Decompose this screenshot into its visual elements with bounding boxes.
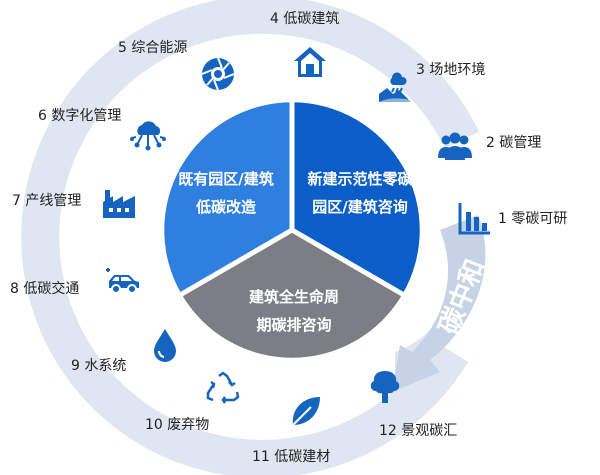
carbon-neutral-arrow bbox=[392, 215, 486, 392]
cloud-network-icon bbox=[130, 116, 166, 152]
water-drop-icon bbox=[147, 326, 183, 362]
segment-divider bbox=[178, 227, 294, 298]
segment-bottom-line2: 期碳排咨询 bbox=[256, 316, 331, 334]
segment-left-line1: 既有园区/建筑 bbox=[178, 170, 273, 188]
item-label-5: 5 综合能源 bbox=[118, 40, 188, 56]
item-label-1: 1 零碳可研 bbox=[498, 211, 568, 227]
segment-bottom-line1: 建筑全生命周 bbox=[249, 288, 339, 306]
factory-icon bbox=[101, 184, 137, 220]
segment-divider bbox=[290, 227, 406, 298]
segment-right-line1: 新建示范性零碳 bbox=[307, 170, 413, 188]
people-group-icon bbox=[437, 128, 473, 164]
item-label-4: 4 低碳建筑 bbox=[270, 11, 340, 27]
item-label-6: 6 数字化管理 bbox=[38, 108, 122, 124]
bar-chart-icon bbox=[457, 200, 493, 236]
tree-icon bbox=[367, 368, 403, 404]
leaf-icon bbox=[287, 393, 323, 429]
item-label-12: 12 景观碳汇 bbox=[379, 423, 458, 439]
recycle-icon bbox=[205, 370, 241, 406]
electric-car-icon bbox=[105, 262, 141, 298]
item-label-9: 9 水系统 bbox=[71, 358, 127, 374]
carbon-neutral-text: 碳中和 bbox=[434, 255, 491, 339]
landscape-weather-icon bbox=[377, 68, 413, 104]
segment-right-line2: 园区/建筑咨询 bbox=[312, 198, 407, 216]
item-label-2: 2 碳管理 bbox=[486, 135, 542, 151]
item-label-8: 8 低碳交通 bbox=[10, 281, 80, 297]
aperture-icon bbox=[200, 56, 236, 92]
segment-lifecycle-consulting bbox=[181, 230, 403, 358]
item-label-11: 11 低碳建材 bbox=[252, 449, 331, 465]
segment-left-line2: 低碳改造 bbox=[195, 198, 256, 216]
house-icon bbox=[292, 44, 328, 80]
item-label-10: 10 废弃物 bbox=[145, 417, 210, 433]
item-label-3: 3 场地环境 bbox=[416, 62, 486, 78]
outer-ring bbox=[21, 0, 480, 475]
item-label-7: 7 产线管理 bbox=[12, 193, 82, 209]
